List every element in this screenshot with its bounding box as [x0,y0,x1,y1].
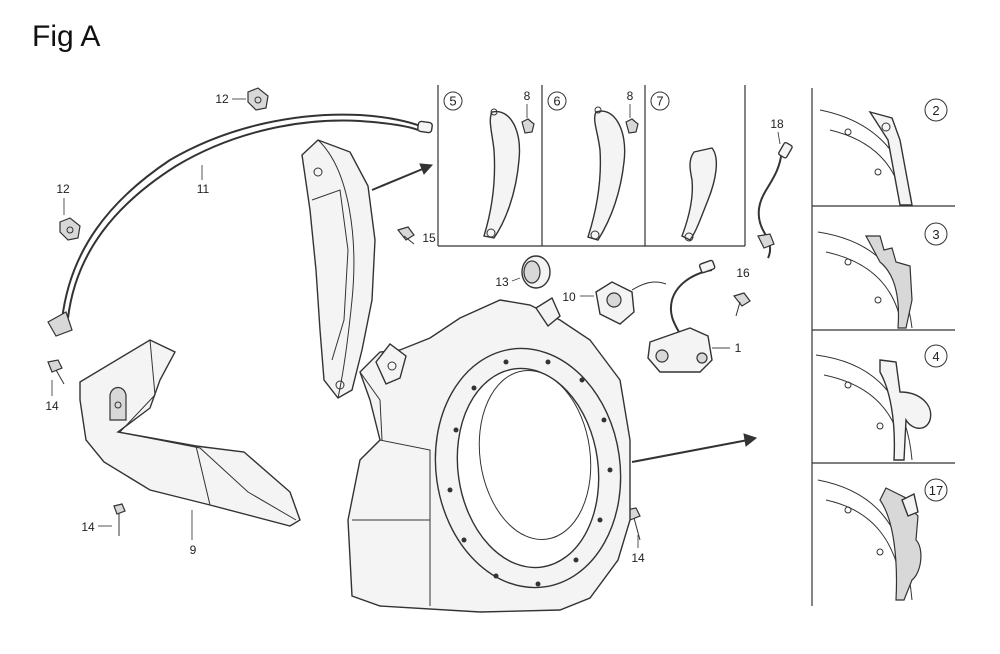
callout-14a: 14 [45,399,59,413]
variant-5-marker [443,91,463,111]
shroud-detail-4 [879,359,932,461]
shroud-detail-3 [864,235,913,329]
callout-10: 10 [562,290,576,304]
fan-shroud [347,296,758,613]
shroud-detail-17 [879,487,922,601]
baffle-variant-5 [483,110,521,239]
screw-15: 15 [396,226,436,245]
shroud-detail-2 [868,110,913,206]
callout-12b: 12 [56,182,70,196]
lower-guard-9: 9 [79,339,301,557]
shroud-options-inset: 2 3 4 17 [811,88,955,606]
air-guide-baffle [301,139,434,399]
figure-title: Fig A [32,20,101,53]
cable-11: 11 [47,113,433,337]
lead-wire-18: 18 [757,117,793,259]
callout-8a: 8 [524,89,531,103]
grommet-13: 13 [495,255,551,289]
callout-14b: 14 [81,520,95,534]
callout-9: 9 [190,543,197,557]
callout-11: 11 [197,182,210,196]
variant-7-marker [650,91,670,111]
clip-8a [521,118,535,134]
option-17-label: 17 [929,483,943,498]
option-2-label: 2 [932,103,939,118]
switch-10: 10 [562,281,667,325]
callout-15: 15 [422,231,436,245]
clip-12-top: 12 [215,87,269,111]
screw-16: 16 [732,266,751,317]
variant-7-label: 7 [656,94,663,109]
bolt-14-left-bottom: 14 [81,503,126,536]
option-3-marker [924,222,948,246]
clip-8b [625,118,639,134]
variant-5-label: 5 [449,94,456,109]
callout-13: 13 [495,275,509,289]
callout-16: 16 [736,266,750,280]
baffle-variant-6 [587,110,626,241]
clip-12-left: 12 [56,182,81,241]
callout-12a: 12 [215,92,229,106]
option-4-marker [924,344,948,368]
callout-18: 18 [770,117,784,131]
callout-14c: 14 [631,551,645,565]
option-2-marker [924,98,948,122]
variant-6-marker [547,91,567,111]
baffle-variants-inset: 5 8 6 8 7 [437,85,746,247]
bolt-14-left-top: 14 [45,359,65,413]
option-4-label: 4 [932,349,939,364]
variant-6-label: 6 [553,94,560,109]
sensor-1: 1 [647,259,742,373]
baffle-variant-7 [681,147,718,241]
cable-end-fitting [47,311,73,337]
option-3-label: 3 [932,227,939,242]
callout-1: 1 [735,341,742,355]
option-17-marker [924,478,948,502]
callout-8b: 8 [627,89,634,103]
